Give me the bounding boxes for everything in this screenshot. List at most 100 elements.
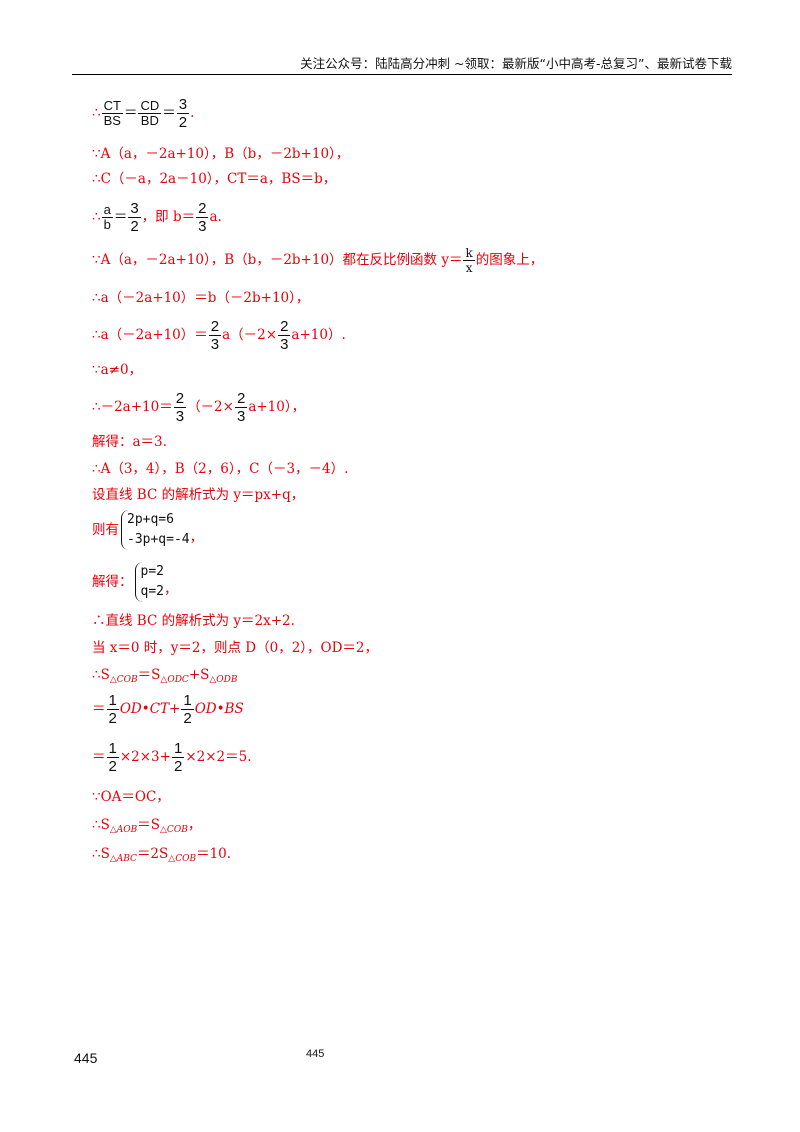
text: 则有 xyxy=(92,522,119,538)
therefore-symbol: ∴ xyxy=(92,209,101,225)
numerator: a xyxy=(103,202,111,217)
numerator: 2 xyxy=(236,390,246,407)
text: ＝S xyxy=(137,817,161,833)
text: a+10）， xyxy=(248,399,306,415)
text: ∴－2a+10＝ xyxy=(92,399,173,415)
numerator: 3 xyxy=(130,200,139,217)
numerator: 1 xyxy=(108,740,117,757)
solution-line: ∴A（3，4），B（2，6），C（－3，－4）. xyxy=(92,461,349,477)
text: ＝S xyxy=(137,667,161,683)
solution-line: ∴直线 BC 的解析式为 y＝2x+2. xyxy=(92,613,295,629)
subscript: △ODC xyxy=(160,675,189,685)
text: ＝ xyxy=(92,749,106,765)
equals: ＝ xyxy=(123,105,138,121)
equals: ＝ xyxy=(162,105,176,121)
text: ∴S xyxy=(92,846,110,862)
text: ， xyxy=(163,581,178,598)
text: ，即 b＝ xyxy=(141,209,196,225)
denominator: 2 xyxy=(106,757,119,775)
text: OD•CT+ xyxy=(119,701,181,717)
solution-line: 解得：a＝3. xyxy=(92,434,167,450)
text: ， xyxy=(189,529,204,546)
equation-system: 2p+q=6 -3p+q=-4 xyxy=(121,510,190,550)
text: a. xyxy=(209,209,222,225)
text: a+10）. xyxy=(291,327,346,343)
solution-line: ∴S△AOB＝S△COB， xyxy=(92,817,201,838)
denominator: 2 xyxy=(128,217,141,235)
subscript: △ABC xyxy=(109,854,137,864)
numerator: k xyxy=(465,246,473,260)
text: +S xyxy=(188,667,210,683)
solution-line: ∵a≠0， xyxy=(92,362,143,378)
text: 的图象上， xyxy=(475,252,544,268)
numerator: 1 xyxy=(183,692,192,709)
text: ＝10. xyxy=(196,846,232,862)
equation: 2p+q=6 xyxy=(127,512,174,527)
denominator: 2 xyxy=(106,709,119,727)
solution-line: ∵A（a，－2a+10），B（b，－2b+10）， xyxy=(92,146,350,162)
denominator: 3 xyxy=(234,407,248,425)
page-number: 445 xyxy=(74,1050,98,1066)
solution-line: ∴a（－2a+10）＝b（－2b+10）， xyxy=(92,290,310,306)
numerator: 2 xyxy=(175,390,185,407)
subscript: △COB xyxy=(160,825,188,835)
numerator: CT xyxy=(103,98,121,113)
subscript: △COB xyxy=(168,854,197,864)
text: （－2× xyxy=(187,399,234,415)
page-number-center: 445 xyxy=(306,1048,325,1060)
period: . xyxy=(190,105,195,121)
solution-line: ∴C（－a，2a－10），CT＝a，BS＝b， xyxy=(92,171,337,187)
solution-line: ∵OA＝OC， xyxy=(92,789,170,805)
numerator: 2 xyxy=(280,318,289,335)
text: ∵A（a，－2a+10），B（b，－2b+10）都在反比例函数 y＝ xyxy=(92,252,463,268)
numerator: CD xyxy=(140,98,160,113)
solution-line: ∴S△ABC＝2S△COB＝10. xyxy=(92,846,231,867)
numerator: 3 xyxy=(178,96,188,113)
subscript: △AOB xyxy=(109,825,138,835)
therefore-symbol: ∴ xyxy=(92,105,101,121)
denominator: 2 xyxy=(176,113,190,131)
numerator: 2 xyxy=(198,200,207,217)
denominator: BS xyxy=(101,113,123,128)
numerator: 1 xyxy=(108,692,117,709)
denominator: BD xyxy=(138,113,162,128)
denominator: b xyxy=(101,217,113,232)
equation: p=2 xyxy=(140,564,164,579)
equation: q=2 xyxy=(140,584,164,599)
text: OD•BS xyxy=(194,701,244,717)
denominator: x xyxy=(463,260,475,275)
text: ∴S xyxy=(92,667,110,683)
equation: -3p+q=-4 xyxy=(127,532,190,547)
text: ×2×3+ xyxy=(119,749,171,765)
solution-line: 则有 2p+q=6 -3p+q=-4， xyxy=(92,510,203,550)
denominator: 3 xyxy=(173,407,187,425)
numerator: 2 xyxy=(210,318,220,335)
text: ＝ xyxy=(92,701,106,717)
denominator: 3 xyxy=(208,335,222,353)
text: 解得： xyxy=(92,574,133,590)
text: ＝2S xyxy=(136,846,169,862)
denominator: 3 xyxy=(278,335,291,353)
denominator: 3 xyxy=(196,217,209,235)
equals: ＝ xyxy=(113,209,128,225)
numerator: 1 xyxy=(173,740,183,757)
